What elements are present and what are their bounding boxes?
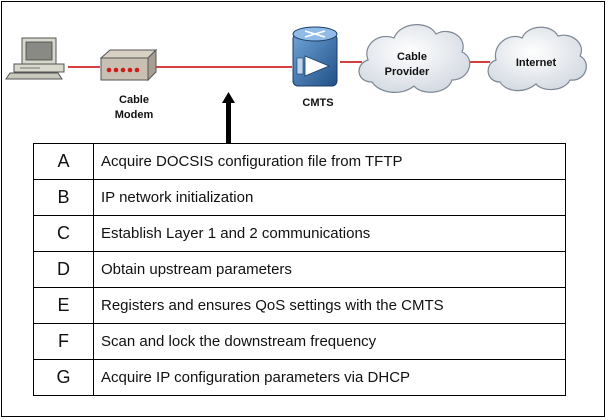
internet-label: Internet	[516, 57, 557, 69]
cable-provider-label-line1: Cable	[397, 51, 427, 63]
step-letter: B	[33, 179, 94, 216]
internet-cloud-icon	[487, 26, 587, 92]
step-description: Registers and ensures QoS settings with …	[93, 287, 566, 324]
desktop-computer-icon	[5, 37, 65, 80]
step-description: Acquire DOCSIS configuration file from T…	[93, 143, 566, 180]
step-letter: D	[33, 251, 94, 288]
cable-provider-cloud-icon	[358, 24, 471, 93]
link-lines	[68, 61, 490, 68]
cable-modem-label-line1: Cable	[119, 94, 149, 106]
cable-modem-icon	[99, 48, 158, 82]
arrow-up-icon	[222, 92, 235, 144]
step-letter: C	[33, 215, 94, 252]
step-description: Acquire IP configuration parameters via …	[93, 359, 566, 396]
step-letter: E	[33, 287, 94, 324]
step-description: IP network initialization	[93, 179, 566, 216]
step-letter: F	[33, 323, 94, 360]
step-description: Scan and lock the downstream frequency	[93, 323, 566, 360]
cable-modem-label-line2: Modem	[115, 109, 154, 121]
cmts-label: CMTS	[302, 97, 333, 109]
cable-provider-label-line2: Provider	[385, 66, 430, 78]
step-letter: A	[33, 143, 94, 180]
cmts-router-icon	[292, 26, 338, 87]
step-letter: G	[33, 359, 94, 396]
step-description: Establish Layer 1 and 2 communications	[93, 215, 566, 252]
step-description: Obtain upstream parameters	[93, 251, 566, 288]
